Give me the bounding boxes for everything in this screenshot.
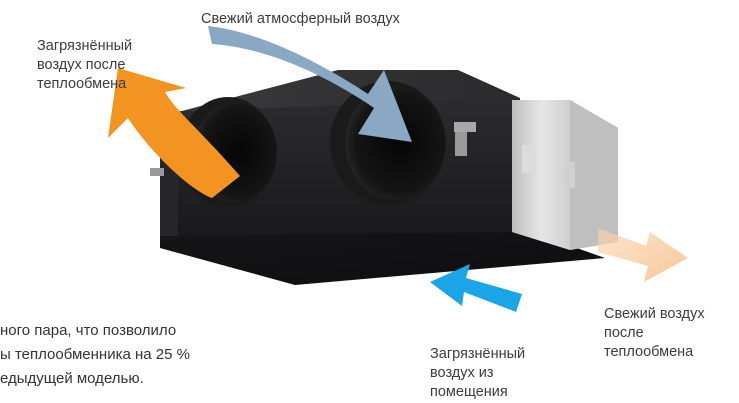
- unit-bottom-face: [160, 222, 605, 285]
- fresh-after-exchange-label: Свежий воздух после теплообмена: [604, 306, 705, 360]
- exhaust-after-exchange-label: Загрязнённый воздух после теплообмена: [37, 38, 133, 92]
- body-text-line-2: ы теплообменника на 25 %: [0, 346, 190, 363]
- service-panel: [512, 100, 618, 250]
- exhaust-after-exchange-arrow: [108, 68, 240, 198]
- mounting-bracket-left: [150, 168, 164, 176]
- body-text-line-1: ного пара, что позволило: [0, 322, 177, 339]
- room-exhaust-air-label: Загрязнённый воздух из помещения: [430, 346, 526, 400]
- mounting-bracket-right: [454, 122, 476, 156]
- fresh-outdoor-air-label: Свежий атмосферный воздух: [201, 11, 400, 27]
- body-text-line-3: едыдущей моделью.: [0, 370, 144, 387]
- fresh-outdoor-air-arrow: [208, 26, 412, 142]
- fresh-after-exchange-arrow: [598, 228, 688, 282]
- room-exhaust-arrow: [430, 264, 522, 312]
